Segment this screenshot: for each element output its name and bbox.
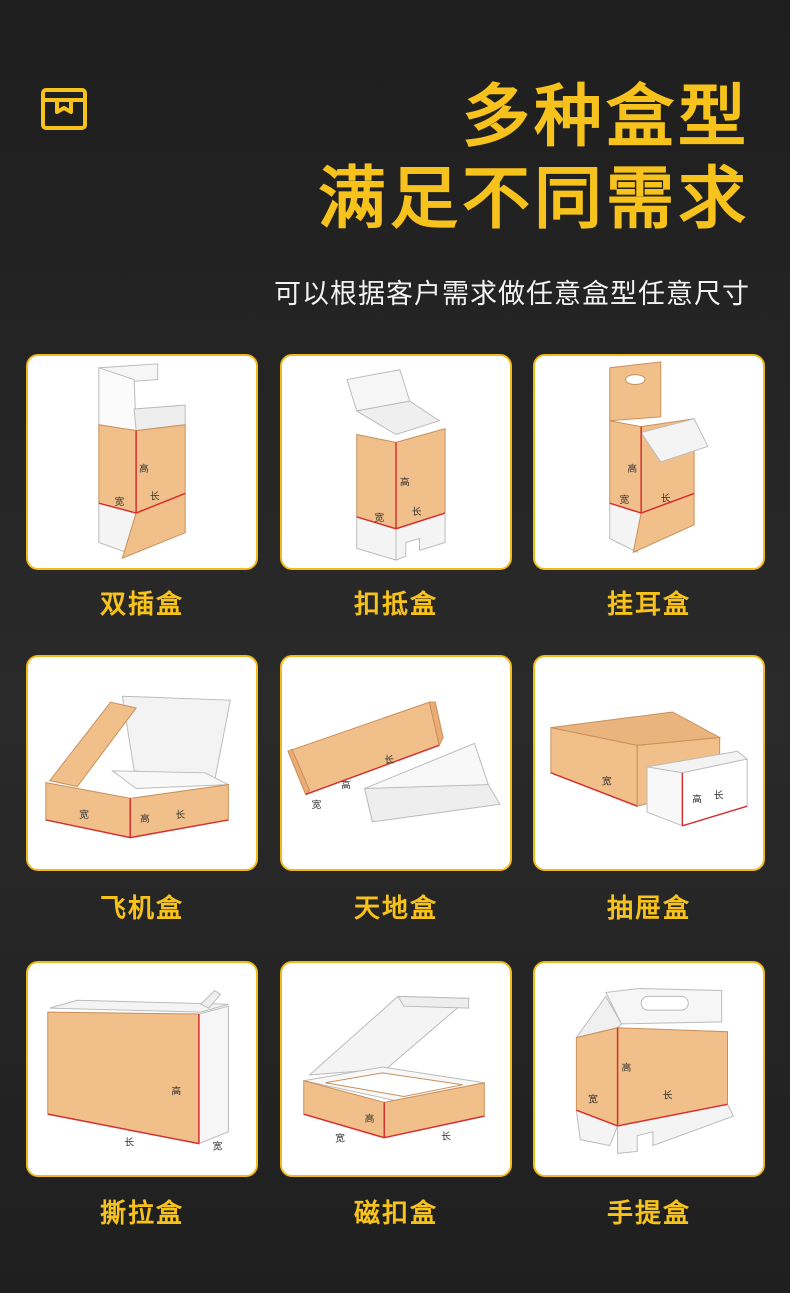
dim-length: 长	[124, 1137, 134, 1149]
box-icon	[41, 88, 87, 130]
box-card-handle[interactable]: 高 宽 长	[533, 961, 765, 1177]
dim-length: 长	[412, 506, 422, 518]
dim-length: 长	[384, 754, 394, 766]
box-label-drawer: 抽屉盒	[606, 894, 691, 924]
dim-height: 高	[365, 1112, 375, 1125]
box-label-tear-strip: 撕拉盒	[99, 1199, 184, 1229]
dim-height: 高	[627, 462, 637, 475]
dim-length: 长	[663, 1089, 673, 1101]
box-card-magnetic[interactable]: 高 宽 长	[280, 961, 512, 1177]
page-title: 多种盒型	[461, 78, 750, 157]
box-card-hang-tab[interactable]: 高 宽 长	[533, 354, 765, 570]
page-subtitle: 可以根据客户需求做任意盒型任意尺寸	[274, 279, 750, 310]
dim-length: 长	[661, 492, 671, 504]
dim-height: 高	[692, 792, 702, 805]
box-label-snap-lock: 扣抵盒	[353, 590, 438, 620]
dim-width: 宽	[602, 775, 612, 788]
page-title-line2: 满足不同需求	[317, 160, 750, 239]
box-label-magnetic: 磁扣盒	[353, 1199, 438, 1229]
drawer-box-illustration: 宽 高 长	[550, 711, 749, 827]
dim-width: 宽	[115, 495, 125, 508]
dim-height: 高	[171, 1085, 181, 1098]
dim-height: 高	[341, 779, 351, 792]
magnetic-box-illustration: 高 宽 长	[303, 995, 485, 1145]
dim-length: 长	[441, 1131, 451, 1143]
box-card-snap-lock[interactable]: 高 宽 长	[280, 354, 512, 570]
box-label-lid-base: 天地盒	[353, 894, 438, 924]
dim-height: 高	[139, 462, 149, 475]
dim-width: 宽	[588, 1092, 598, 1105]
snap-lock-box-illustration: 高 宽 长	[346, 369, 446, 561]
double-tuck-box-illustration: 高 宽 长	[98, 363, 186, 560]
box-card-drawer[interactable]: 宽 高 长	[533, 655, 765, 871]
box-label-hang-tab: 挂耳盒	[606, 590, 691, 620]
dim-width: 宽	[312, 798, 322, 811]
dim-height: 高	[622, 1061, 632, 1074]
box-card-double-tuck[interactable]: 高 宽 长	[26, 354, 258, 570]
box-card-mailer[interactable]: 宽 高 长	[26, 655, 258, 871]
box-card-tear-strip[interactable]: 高 长 宽	[26, 961, 258, 1177]
lid-base-box-illustration: 高 长 宽	[287, 701, 501, 823]
box-label-mailer: 飞机盒	[99, 894, 184, 924]
box-card-lid-base[interactable]: 高 长 宽	[280, 655, 512, 871]
dim-width: 宽	[335, 1132, 345, 1145]
dim-length: 长	[150, 490, 160, 502]
dim-length: 长	[175, 809, 185, 821]
mailer-box-illustration: 宽 高 长	[45, 695, 231, 839]
dim-length: 长	[714, 789, 724, 801]
dim-height: 高	[400, 476, 410, 489]
dim-width: 宽	[374, 511, 384, 524]
hang-tab-box-illustration: 高 宽 长	[609, 361, 709, 554]
dim-height: 高	[140, 812, 150, 825]
dim-width: 宽	[213, 1139, 223, 1152]
dim-width: 宽	[79, 808, 89, 821]
box-label-double-tuck: 双插盒	[99, 590, 184, 620]
box-label-handle: 手提盒	[606, 1199, 691, 1229]
tear-strip-box-illustration: 高 长 宽	[47, 989, 229, 1152]
handle-box-illustration: 高 宽 长	[575, 988, 735, 1154]
dim-width: 宽	[620, 493, 630, 506]
